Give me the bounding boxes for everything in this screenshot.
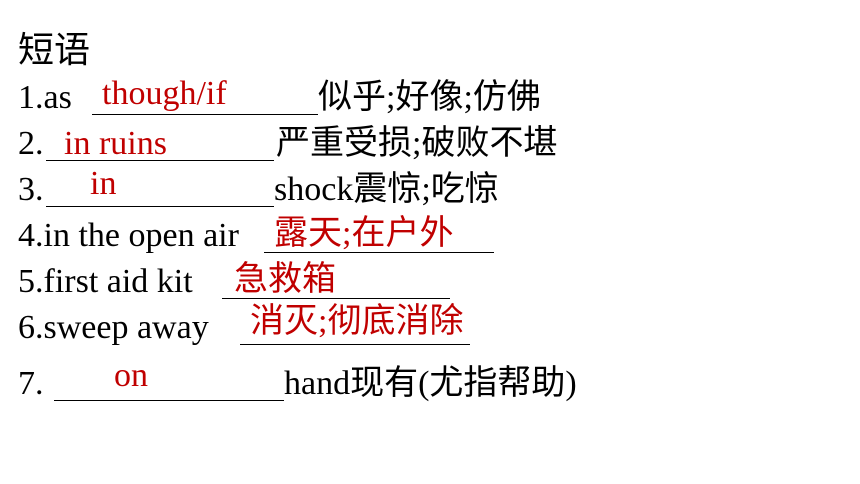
fill-blank: [222, 298, 450, 299]
fill-blank: [46, 160, 274, 161]
answer-text: 露天;在户外: [274, 215, 454, 252]
phrase-meaning: 似乎;好像;仿佛: [318, 79, 541, 116]
fill-blank: [92, 114, 318, 115]
answer-text: on: [114, 357, 148, 394]
phrase-prefix: 7.: [18, 365, 44, 402]
phrase-meaning: 严重受损;破败不堪: [276, 125, 558, 162]
fill-blank: [46, 206, 274, 207]
phrase-prefix: 4.in the open air: [18, 217, 239, 254]
phrase-prefix: 6.sweep away: [18, 309, 209, 346]
phrase-prefix: 3.: [18, 171, 44, 208]
phrase-meaning: shock震惊;吃惊: [274, 171, 499, 208]
answer-text: though/if: [102, 75, 227, 112]
fill-blank: [54, 400, 284, 401]
phrase-prefix: 1.as: [18, 79, 72, 116]
answer-text: in ruins: [64, 125, 167, 162]
phrase-prefix: 5.first aid kit: [18, 263, 193, 300]
fill-blank: [264, 252, 494, 253]
page-title: 短语: [18, 30, 91, 70]
phrase-prefix: 2.: [18, 125, 44, 162]
answer-text: in: [90, 165, 117, 202]
fill-blank: [240, 344, 470, 345]
answer-text: 消灭;彻底消除: [250, 303, 464, 340]
answer-text: 急救箱: [234, 261, 336, 298]
phrase-meaning: hand现有(尤指帮助): [284, 365, 577, 402]
